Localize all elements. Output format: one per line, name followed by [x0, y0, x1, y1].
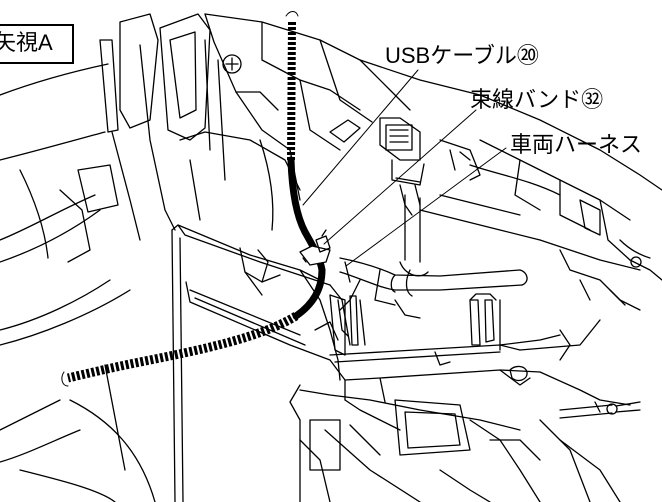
usb-leader: [302, 69, 419, 206]
usb-cable: [61, 11, 326, 387]
lower-frame: [299, 389, 621, 502]
center-panel: [171, 224, 401, 502]
usb-cable-callout: USBケーブル⑳: [385, 43, 539, 68]
leader-lines: [302, 69, 507, 267]
view-label-box: [0, 24, 74, 64]
vehicle-harness-callout: 車両ハーネス: [510, 132, 643, 157]
band-leader: [323, 109, 477, 245]
view-label: 矢視A: [0, 30, 53, 55]
lower-console: [329, 293, 641, 419]
bundling-band-callout: 束線バンド㉜: [470, 87, 604, 112]
left-panel-structure: [0, 13, 226, 502]
vehicle-harness-tube: [339, 194, 528, 319]
harness-leader: [345, 147, 507, 267]
bundling-band-part: [299, 229, 331, 266]
